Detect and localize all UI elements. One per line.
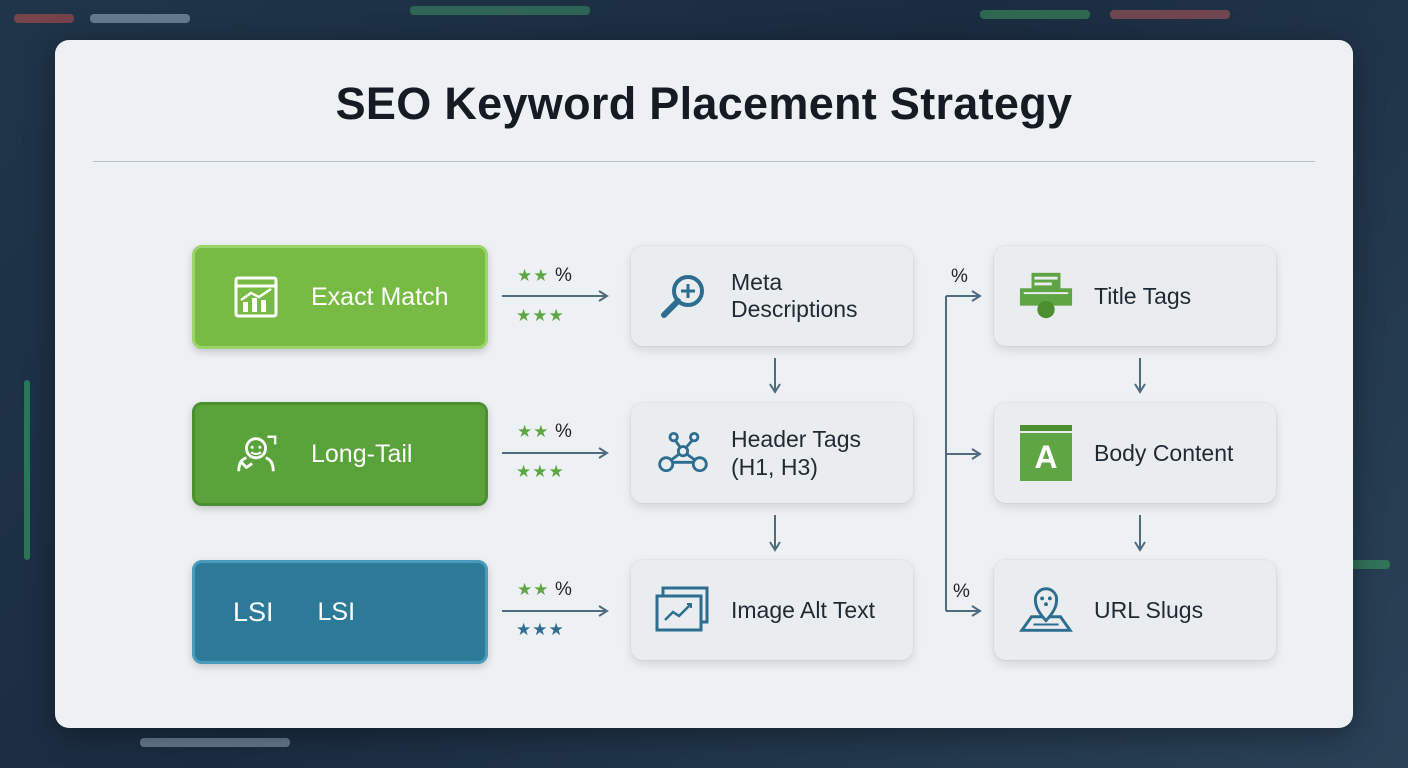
branch-percent: % — [953, 581, 970, 602]
title-divider — [93, 161, 1315, 162]
placement-meta-descriptions[interactable]: Meta Descriptions — [631, 246, 913, 346]
code-line — [90, 14, 190, 23]
keyword-label: Long-Tail — [311, 439, 413, 468]
placement-label-line: Header Tags — [731, 426, 861, 452]
letter-a-glyph: A — [1034, 439, 1058, 475]
rating-stars-top: ★★ — [517, 266, 550, 285]
placement-label-line: (H1, H3) — [731, 454, 818, 480]
rating-stars-bottom: ★★★ — [516, 462, 565, 481]
code-line — [14, 14, 74, 23]
rating-percent: % — [555, 265, 572, 286]
magnifier-plus-icon — [655, 268, 711, 324]
code-line — [410, 6, 590, 15]
placement-body-content[interactable]: A Body Content — [994, 403, 1276, 503]
strategy-card: SEO Keyword Placement Strategy Exact Mat… — [55, 40, 1353, 728]
map-pin-icon — [1018, 582, 1074, 638]
code-line — [1110, 10, 1230, 19]
rating-percent: % — [555, 421, 572, 442]
page-title: SEO Keyword Placement Strategy — [335, 78, 1073, 129]
rating-stars-bottom: ★★★ — [516, 306, 565, 325]
code-line — [24, 380, 30, 560]
placement-url-slugs[interactable]: URL Slugs — [994, 560, 1276, 660]
placement-title-tags[interactable]: Title Tags — [994, 246, 1276, 346]
placement-label: URL Slugs — [1094, 596, 1204, 623]
placement-label: Image Alt Text — [731, 596, 876, 623]
rating-stars-top: ★★ — [517, 580, 550, 599]
placement-label: Meta Descriptions — [731, 269, 858, 322]
image-chart-icon — [655, 582, 711, 638]
rating-stars-top: ★★ — [517, 422, 550, 441]
network-nodes-icon — [655, 425, 711, 481]
lsi-icon-text: LSI — [233, 596, 274, 627]
keyword-lsi[interactable]: LSI LSI — [192, 560, 488, 664]
keyword-label: Exact Match — [311, 282, 449, 311]
branch-percent: % — [951, 266, 968, 287]
keyword-long-tail[interactable]: Long-Tail — [192, 402, 488, 506]
code-line — [980, 10, 1090, 19]
rating-stars-bottom: ★★★ — [516, 620, 565, 639]
placement-header-tags[interactable]: Header Tags (H1, H3) — [631, 403, 913, 503]
placement-image-alt-text[interactable]: Image Alt Text — [631, 560, 913, 660]
code-line — [140, 738, 290, 747]
people-icon — [233, 431, 279, 477]
letter-a-icon: A — [1018, 425, 1074, 481]
keyword-label: LSI — [317, 597, 356, 626]
placement-label: Title Tags — [1094, 282, 1192, 309]
keyword-exact-match[interactable]: Exact Match — [192, 245, 488, 349]
rating-percent: % — [555, 579, 572, 600]
placement-label: Header Tags (H1, H3) — [731, 425, 861, 481]
placement-label: Body Content — [1094, 439, 1234, 466]
title-tag-icon — [1018, 268, 1074, 324]
growth-chart-icon — [233, 274, 279, 320]
